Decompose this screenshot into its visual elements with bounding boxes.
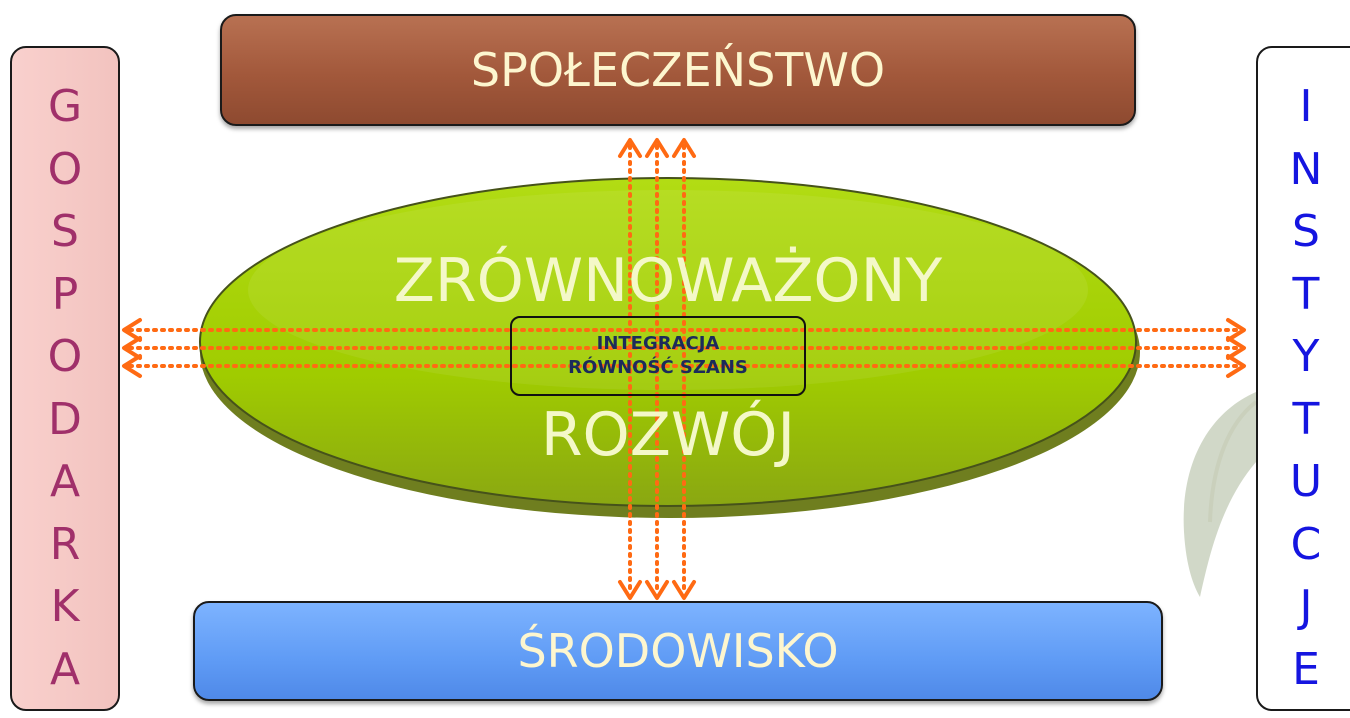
letter: K [50, 581, 80, 632]
letter: S [1292, 206, 1320, 257]
top-box-label: SPOŁECZEŃSTWO [470, 43, 886, 97]
leaf-decoration [1183, 392, 1256, 597]
center-box-line2: RÓWNOŚĆ SZANS [568, 357, 748, 378]
letter: P [51, 268, 79, 320]
bottom-box-label: ŚRODOWISKO [517, 624, 839, 678]
letter: A [49, 643, 81, 695]
arrow-head-up [645, 138, 669, 158]
right-box-letters: I N S T Y T U C J E [1258, 76, 1350, 701]
letter: O [47, 331, 83, 382]
arrow-head-down [618, 580, 642, 600]
arrow-head-right [1226, 318, 1246, 342]
letter: O [47, 143, 83, 195]
arrow-head-right [1226, 336, 1246, 360]
letter: J [1299, 581, 1313, 632]
arrow-head-down [672, 580, 696, 600]
top-box-spoleczenstwo: SPOŁECZEŃSTWO [220, 14, 1136, 126]
arrow-group [122, 138, 1246, 600]
arrow-head-up [618, 138, 642, 158]
left-box-letters: G O S P O D A R K A [12, 76, 118, 701]
arrow-head-left [122, 336, 142, 360]
arrow-head-up [672, 138, 696, 158]
ellipse-title-line2: ROZWÓJ [540, 400, 796, 470]
arrow-head-left [122, 354, 142, 378]
letter: T [1292, 393, 1320, 445]
letter: Y [1292, 331, 1320, 382]
left-box-gospodarka: G O S P O D A R K A [10, 46, 120, 711]
right-box-instytucje: I N S T Y T U C J E [1256, 46, 1350, 711]
bottom-box-srodowisko: ŚRODOWISKO [193, 601, 1163, 701]
letter: T [1292, 268, 1320, 320]
center-inner-box: INTEGRACJA RÓWNOŚĆ SZANS [510, 316, 806, 396]
arrow-head-left [122, 318, 142, 342]
ellipse-title-line1: ZRÓWNOWAŻONY [393, 246, 943, 316]
letter: D [48, 393, 82, 445]
arrow-head-down [645, 580, 669, 600]
arrow-head-right [1226, 354, 1246, 378]
letter: R [49, 518, 81, 570]
letter: S [51, 206, 79, 257]
letter: C [1290, 518, 1322, 570]
letter: A [49, 456, 81, 507]
ellipse-highlight [248, 190, 1088, 390]
letter: U [1289, 456, 1323, 507]
center-box-line1: INTEGRACJA [596, 333, 720, 354]
letter: G [47, 81, 83, 132]
letter: I [1299, 81, 1313, 132]
central-ellipse [199, 177, 1137, 507]
letter: E [1292, 643, 1320, 695]
letter: N [1289, 143, 1323, 195]
